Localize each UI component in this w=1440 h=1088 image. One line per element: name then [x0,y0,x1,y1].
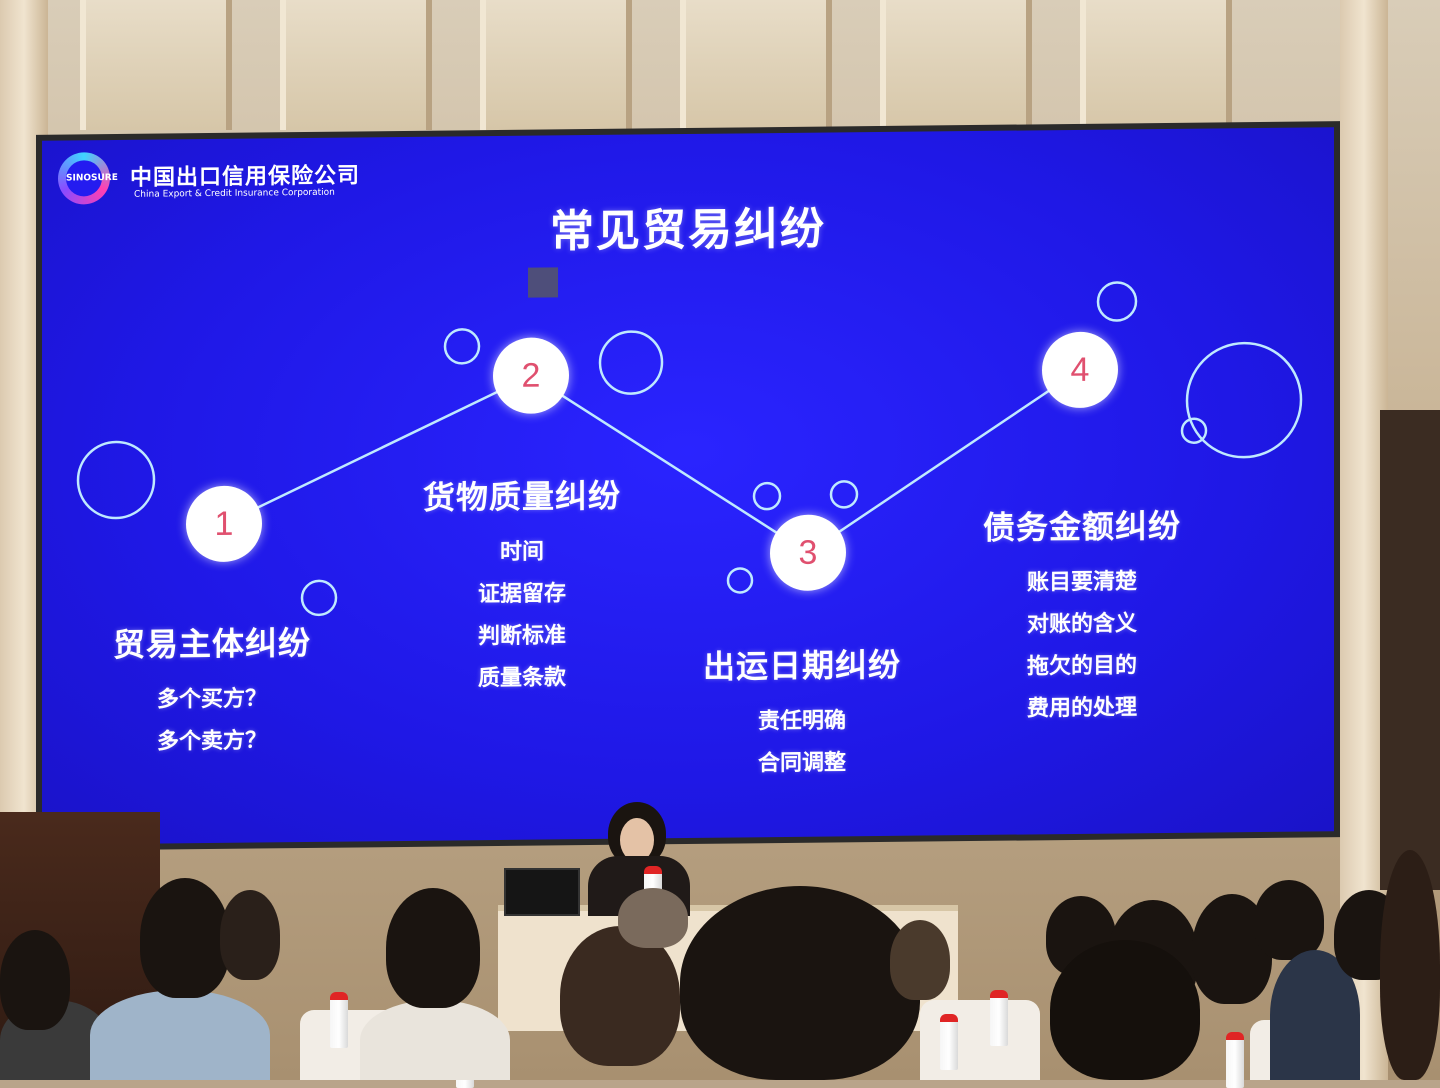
node-2-number: 2 [493,337,569,415]
water-bottle [990,990,1008,1046]
audience-member [90,990,270,1080]
node-4-title: 债务金额纠纷 [982,506,1181,547]
node-2-item: 质量条款 [477,665,566,692]
node-2-group: 货物质量纠纷 时间 证据留存 判断标准 质量条款 [392,470,652,701]
water-bottle [1226,1032,1244,1088]
audience-head [618,888,688,948]
node-1-item: 多个卖方？ [156,728,267,755]
node-3-group: 出运日期纠纷 责任明确 合同调整 [672,639,932,786]
node-4-item: 对账的含义 [1026,611,1137,638]
node-2-item: 判断标准 [477,623,566,650]
decor-ring [300,579,338,617]
node-1-item: 多个买方？ [156,686,267,713]
decor-ring [443,328,481,365]
node-2-title: 货物质量纠纷 [422,476,621,517]
ceiling-panel [280,0,432,130]
audience-head [560,926,680,1066]
doorway [1380,410,1440,890]
audience-head [386,888,480,1008]
projection-screen: SINOSURE 中国出口信用保险公司 China Export & Credi… [42,127,1334,845]
ceiling-panel [680,0,832,130]
ceiling-panel [480,0,632,130]
node-3-number: 3 [770,514,846,592]
node-4-item: 账目要清楚 [1026,569,1137,596]
node-2-item: 证据留存 [477,581,566,608]
node-1-title: 贸易主体纠纷 [112,623,311,665]
decor-ring [598,330,664,395]
decor-ring [76,440,156,520]
connector-line [223,368,1081,555]
node-3-item: 合同调整 [757,750,846,777]
audience-head [0,930,70,1030]
audience-head [1380,850,1440,1080]
node-3-title: 出运日期纠纷 [702,645,901,686]
decor-ring [1180,417,1208,444]
ceiling-panel [80,0,232,130]
node-4-item: 拖欠的目的 [1026,653,1137,680]
node-3-item: 责任明确 [757,708,846,735]
node-4-number: 4 [1042,331,1118,409]
decor-ring [726,567,754,594]
audience-head [1050,940,1200,1080]
audience-head [890,920,950,1000]
presenter-face [620,818,654,862]
node-4-item: 费用的处理 [1026,695,1137,722]
node-2-item: 时间 [499,539,544,565]
audience-head [680,886,920,1080]
connector-diagram [76,281,1303,617]
decor-ring [829,480,859,509]
decor-ring [752,481,782,511]
node-1-group: 贸易主体纠纷 多个买方？ 多个卖方？ [82,618,342,765]
chair [920,1000,1040,1080]
audience-head [1254,880,1324,960]
node-1-number: 1 [186,485,262,563]
audience-head [140,878,230,998]
laptop [504,868,580,916]
decor-ring [1096,281,1138,322]
water-bottle [940,1014,958,1070]
decor-ring [1185,341,1303,459]
ceiling-panel [880,0,1032,130]
water-bottle [330,992,348,1048]
ceiling-panel [1080,0,1232,130]
node-4-group: 债务金额纠纷 账目要清楚 对账的含义 拖欠的目的 费用的处理 [942,500,1222,731]
audience-member [360,1000,510,1080]
audience-head [220,890,280,980]
